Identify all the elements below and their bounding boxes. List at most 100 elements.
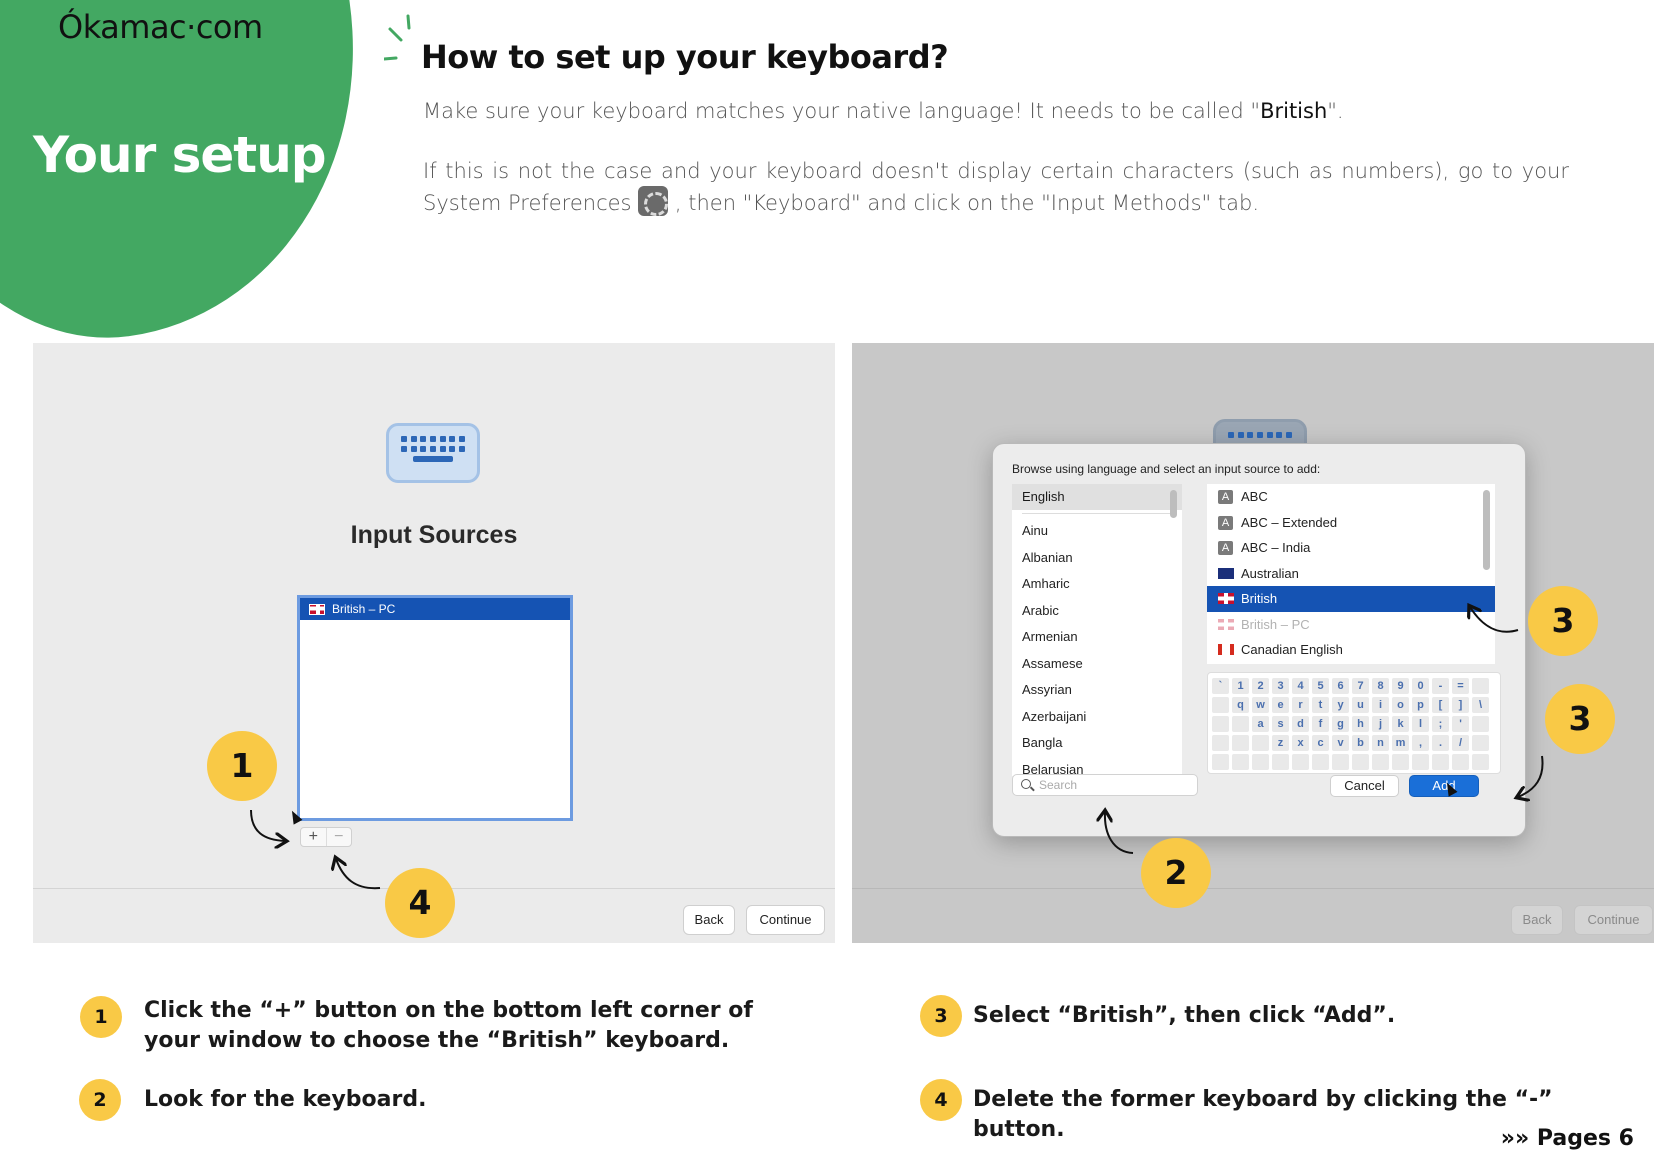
section-title: Your setup [33,126,327,184]
keyboard-preview-key: u [1352,697,1369,713]
keyboard-preview-key: 2 [1252,678,1269,694]
language-list[interactable]: English Ainu Albanian Amharic Arabic Arm… [1012,484,1182,776]
keyboard-preview-key: ` [1212,678,1229,694]
keyboard-preview-key [1272,754,1289,770]
keyboard-preview-key: ; [1432,716,1449,732]
keyboard-preview-key: ] [1452,697,1469,713]
intro-paragraph: Make sure your keyboard matches your nat… [423,99,1344,123]
keyboard-preview-key [1232,754,1249,770]
language-item[interactable]: Belarusian [1022,761,1084,777]
keyboard-preview-key: [ [1432,697,1449,713]
list-divider [1022,513,1172,514]
abc-icon: A [1218,541,1233,555]
language-item[interactable]: Assyrian [1022,682,1072,697]
keyboard-preview-key [1352,754,1369,770]
keyboard-preview-row [1212,754,1496,770]
dialog-title: Browse using language and select an inpu… [1012,462,1321,476]
keyboard-preview-key: q [1232,697,1249,713]
keyboard-preview-key: w [1252,697,1269,713]
keyboard-preview-key: y [1332,697,1349,713]
keyboard-preview-key: 8 [1372,678,1389,694]
continue-button[interactable]: Continue [1574,905,1653,935]
language-item[interactable]: Amharic [1022,576,1070,591]
keyboard-preview-key [1412,754,1429,770]
canada-flag-icon [1218,644,1234,655]
language-item[interactable]: Armenian [1022,629,1078,644]
continue-button[interactable]: Continue [746,905,825,935]
keyboard-preview-key: . [1432,735,1449,751]
instructions-paragraph: If this is not the case and your keyboar… [423,159,1569,216]
keyboard-preview-key [1212,754,1229,770]
add-button[interactable]: + [308,828,318,845]
step-badge-1: 1 [80,996,122,1038]
back-button[interactable]: Back [683,905,735,935]
keyboard-preview-key [1472,678,1489,694]
language-item[interactable]: Ainu [1022,523,1049,538]
uk-flag-icon [1218,618,1234,630]
language-item[interactable]: Arabic [1022,602,1059,618]
keyboard-preview-key [1252,754,1269,770]
page-number: »» Pages 6 [1500,1126,1634,1151]
input-sources-title: Input Sources [350,521,518,549]
callout-badge-3: 3 [1545,684,1615,754]
back-button[interactable]: Back [1511,905,1563,935]
keyboard-preview-key: , [1412,735,1429,751]
list-item-british-pc[interactable]: British – PC [300,598,570,620]
keyboard-preview-key: 1 [1232,678,1249,694]
keyboard-preview-key [1292,754,1309,770]
language-item-english[interactable]: English [1012,484,1182,510]
keyboard-preview-key: 0 [1412,678,1429,694]
step-badge-3: 3 [920,995,962,1037]
callout-badge-4: 4 [385,868,455,938]
keyboard-preview-key: l [1412,716,1429,732]
add-button[interactable]: Add [1409,775,1479,797]
language-item[interactable]: Assamese [1022,655,1083,671]
language-item[interactable]: Azerbaijani [1022,708,1087,724]
language-item[interactable]: Bangla [1022,735,1063,750]
keyboard-preview-key: t [1312,697,1329,713]
keyboard-preview-key: v [1332,735,1349,751]
language-scrollbar[interactable] [1170,490,1177,518]
uk-flag-icon [309,604,325,615]
cancel-button[interactable]: Cancel [1330,775,1399,797]
keyboard-preview-key: o [1392,697,1409,713]
okamac-logo: Ókamac·com [58,8,263,46]
callout-badge-3: 3 [1528,586,1598,656]
step-3-text: Select “British”, then click “Add”. [973,1003,1396,1028]
keyboard-preview-key: p [1412,697,1429,713]
keyboard-preview-key [1212,697,1229,713]
keyboard-preview-key: 6 [1332,678,1349,694]
keyboard-preview-key: \ [1472,697,1489,713]
keyboard-preview-key [1392,754,1409,770]
language-item[interactable]: Albanian [1022,549,1073,565]
input-sources-list[interactable]: British – PC [297,595,573,821]
keyboard-preview-key [1312,754,1329,770]
keyboard-preview-key: / [1452,735,1469,751]
keyboard-preview-key: r [1292,697,1309,713]
keyboard-preview-key: g [1332,716,1349,732]
keyboard-preview-key [1472,716,1489,732]
input-sources-screenshot: Input Sources British – PC + − Back Cont… [33,343,835,943]
source-item-british[interactable]: British [1207,586,1495,612]
uk-flag-icon [1218,593,1234,604]
source-scrollbar[interactable] [1483,490,1490,570]
remove-button[interactable]: − [325,828,352,846]
keyboard-preview-key: x [1292,735,1309,751]
source-item-canadian-english[interactable]: Canadian English [1207,637,1495,663]
keyboard-preview-key [1452,754,1469,770]
source-item-australian[interactable]: Australian [1207,561,1495,587]
keyboard-preview-key: i [1372,697,1389,713]
keyboard-icon [386,423,480,483]
search-input[interactable]: Search [1012,774,1198,796]
keyboard-preview-key [1432,754,1449,770]
step-2-text: Look for the keyboard. [144,1087,427,1112]
keyboard-preview-key: 3 [1272,678,1289,694]
search-icon [1021,779,1031,789]
